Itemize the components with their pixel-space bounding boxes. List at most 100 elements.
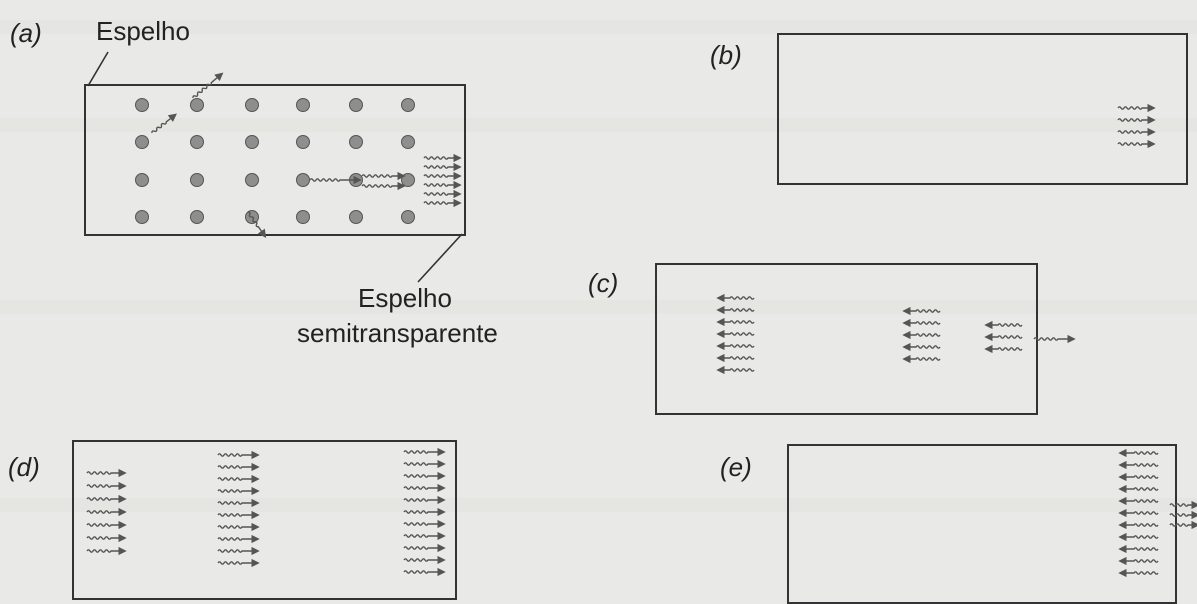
photon-wave [217, 474, 260, 484]
semi-mirror-label-line2: semitransparente [297, 318, 498, 348]
photon-wave [423, 171, 462, 181]
photon-wave [1118, 484, 1159, 494]
panel-b-label: (b) [710, 40, 742, 70]
atom [135, 98, 149, 112]
photon-wave [1118, 496, 1159, 506]
photon-wave [403, 495, 446, 505]
panel-e-label: (e) [720, 452, 752, 482]
photon-wave [423, 198, 462, 208]
photon-wave [1118, 448, 1159, 458]
atom [349, 135, 363, 149]
photon-wave [403, 543, 446, 553]
scan-texture [0, 498, 1197, 512]
photon-wave [217, 546, 260, 556]
photon-wave [1169, 520, 1197, 530]
photon-wave [1118, 508, 1159, 518]
photon-wave [86, 468, 127, 478]
panel-c-label: (c) [588, 268, 619, 298]
atom [349, 98, 363, 112]
atom [296, 135, 310, 149]
panel-a-label: (a) [10, 18, 42, 48]
photon-wave [151, 113, 177, 134]
photon-wave [902, 342, 941, 352]
photon-wave [86, 494, 127, 504]
atom [401, 210, 415, 224]
photon-wave [403, 555, 446, 565]
photon-wave [192, 72, 224, 99]
photon-wave [403, 567, 446, 577]
photon-wave [309, 175, 362, 185]
mirror-label: Espelho [96, 16, 190, 46]
photon-wave [1117, 139, 1156, 149]
photon-wave [716, 329, 755, 339]
photon-wave [716, 305, 755, 315]
photon-wave [984, 344, 1023, 354]
atom [245, 135, 259, 149]
photon-wave [86, 481, 127, 491]
photon-wave [403, 447, 446, 457]
photon-wave [984, 332, 1023, 342]
atom [296, 98, 310, 112]
photon-wave [403, 519, 446, 529]
photon-wave [403, 507, 446, 517]
photon-wave [1118, 532, 1159, 542]
panel-b-frame [777, 33, 1188, 185]
photon-wave [1118, 568, 1159, 578]
photon-wave [86, 520, 127, 530]
atom [135, 210, 149, 224]
scan-texture [0, 20, 1197, 34]
semi-mirror-leader-line [417, 233, 463, 283]
photon-wave [247, 211, 267, 238]
photon-wave [1117, 103, 1156, 113]
photon-wave [217, 510, 260, 520]
atom [190, 135, 204, 149]
photon-wave [902, 318, 941, 328]
photon-wave [423, 153, 462, 163]
panel-a-frame [84, 84, 466, 236]
mirror-leader-line [87, 51, 109, 87]
photon-wave [217, 498, 260, 508]
photon-wave [361, 181, 406, 191]
photon-wave [1118, 544, 1159, 554]
laser-diagram-art [86, 51, 1197, 578]
photon-wave [217, 486, 260, 496]
photon-wave [902, 354, 941, 364]
atom [349, 210, 363, 224]
photon-wave [403, 483, 446, 493]
photon-wave [423, 162, 462, 172]
atom [245, 98, 259, 112]
panel-d-label: (d) [8, 452, 40, 482]
photon-wave [217, 558, 260, 568]
photon-wave [1118, 556, 1159, 566]
photon-wave [1169, 500, 1197, 510]
photon-wave [86, 533, 127, 543]
photon-wave [1118, 520, 1159, 530]
photon-wave [1169, 510, 1197, 520]
atom [245, 173, 259, 187]
atom [296, 210, 310, 224]
photon-wave [403, 459, 446, 469]
photon-wave [86, 507, 127, 517]
photon-wave [716, 353, 755, 363]
semi-mirror-label-line1: Espelho [358, 283, 452, 313]
photon-wave [984, 320, 1023, 330]
photon-wave [403, 531, 446, 541]
photon-wave [403, 471, 446, 481]
photon-wave [716, 293, 755, 303]
photon-wave [902, 306, 941, 316]
photon-wave [217, 534, 260, 544]
atom [135, 135, 149, 149]
photon-wave [217, 462, 260, 472]
scan-texture [0, 300, 1197, 314]
photon-wave [1117, 127, 1156, 137]
atom [190, 173, 204, 187]
scan-texture [0, 118, 1197, 132]
atom [401, 135, 415, 149]
photon-wave [716, 341, 755, 351]
photon-wave [716, 365, 755, 375]
photon-wave [716, 317, 755, 327]
photon-wave [1033, 334, 1076, 344]
atom [135, 173, 149, 187]
photon-wave [902, 330, 941, 340]
photon-wave [1118, 472, 1159, 482]
